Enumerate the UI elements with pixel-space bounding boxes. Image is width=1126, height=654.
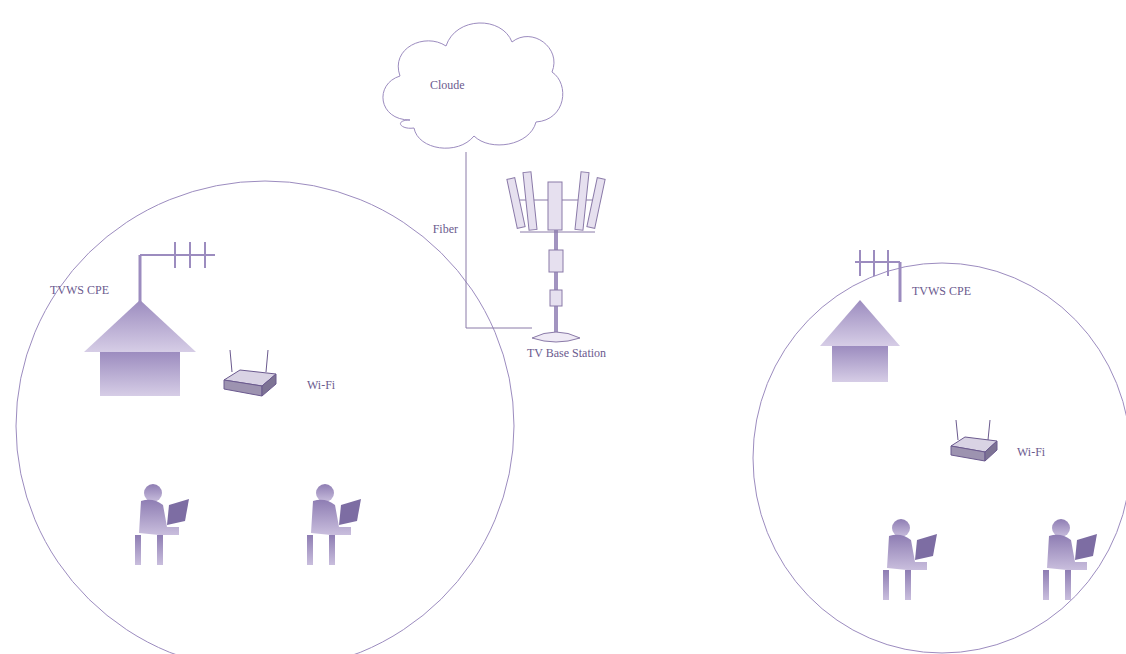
outline-shape	[753, 263, 1126, 653]
fiber-link	[466, 152, 532, 328]
node-outline	[370, 8, 570, 158]
coverage-circle: TVWS CPE Wi-Fi	[15, 180, 515, 654]
node-text: TVWS CPE	[50, 283, 109, 297]
tower-illustration	[507, 172, 605, 342]
router-illustration	[951, 420, 997, 461]
edge-label: Fiber	[433, 222, 458, 236]
router-illustration	[224, 350, 276, 396]
node-outline	[500, 168, 630, 363]
node-text: Wi-Fi	[307, 378, 335, 392]
base-station-node: TV Base Station	[500, 168, 630, 363]
node-text: TVWS CPE	[912, 284, 971, 298]
outline-shape	[383, 23, 563, 148]
house-illustration	[820, 250, 900, 382]
node-text: Cloude	[430, 78, 465, 92]
node-text: Wi-Fi	[1017, 445, 1045, 459]
cloud-node: Cloude	[370, 8, 570, 158]
outline-shape	[16, 181, 514, 654]
node-text: TV Base Station	[527, 346, 606, 360]
house-illustration	[84, 242, 215, 396]
person-illustration	[135, 484, 1097, 600]
node-outline	[752, 262, 1126, 654]
node-outline	[15, 180, 515, 654]
coverage-circle: TVWS CPE Wi-Fi	[752, 262, 1126, 654]
